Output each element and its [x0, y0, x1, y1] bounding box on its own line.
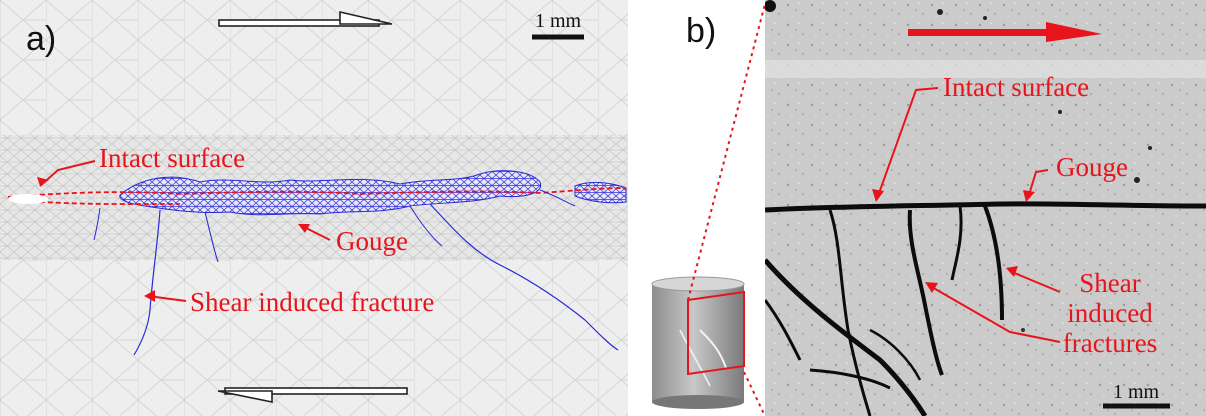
shear-direction-arrow	[908, 22, 1102, 42]
gouge-leader-b	[1027, 169, 1049, 199]
panel-b-ct-scan: 1 mm b) Intact surface Gouge Shear induc…	[640, 0, 1206, 416]
scale-bar-a-label: 1 mm	[535, 10, 582, 32]
crack-6	[809, 368, 891, 390]
fracture-arrowhead-b1	[1006, 266, 1018, 277]
intact-surface-label-a: Intact surface	[99, 143, 245, 173]
panel-b-figure: 1 mm b) Intact surface Gouge Shear induc…	[640, 0, 1206, 416]
fracture-2	[204, 211, 219, 263]
fracture-3	[93, 207, 101, 241]
intact-surface-arrowhead	[37, 177, 49, 186]
intact-surface-line	[7, 187, 627, 198]
gouge-arrowhead	[298, 224, 310, 233]
bright-band	[765, 60, 1206, 78]
bottom-shear-arrow	[217, 387, 408, 403]
fracture-4	[429, 203, 619, 351]
fracture-1	[133, 209, 161, 356]
fracture-leader-b2	[929, 285, 1061, 343]
gouge-label-a: Gouge	[336, 226, 408, 256]
fracture-arrowhead	[144, 290, 155, 302]
crack-3	[950, 205, 963, 281]
opening-gap	[8, 194, 48, 204]
crack-7	[869, 328, 922, 381]
fracture-leader-b1	[1011, 271, 1061, 293]
main-crack	[764, 201, 1206, 213]
roi-box	[687, 290, 745, 376]
crack-4	[828, 209, 872, 416]
panel-a-simulation: 1 mm a) Intact surface Gouge Shear induc…	[0, 0, 628, 416]
shear-label-b-line1: Shear	[1079, 268, 1140, 298]
shear-label-b-line2: induced	[1067, 298, 1153, 328]
gouge-arrowhead-b	[1023, 190, 1035, 202]
zoom-line-bottom	[743, 371, 766, 416]
panel-a-figure: 1 mm a) Intact surface Gouge Shear induc…	[0, 0, 628, 416]
zoom-line-top	[687, 3, 766, 301]
fracture-arrowhead-b2	[925, 282, 938, 293]
crack-5	[763, 258, 928, 416]
intact-surface-leader-b	[877, 87, 939, 197]
cylinder-sample	[651, 276, 745, 409]
fracture-5	[409, 205, 443, 247]
intact-surface-arrowhead-b	[872, 189, 884, 202]
panel-a-label: a)	[26, 20, 56, 58]
shear-label-b-line3: fractures	[1063, 328, 1157, 358]
intact-surface-label-b: Intact surface	[943, 72, 1089, 102]
panel-b-label: b)	[686, 12, 716, 50]
crack-1	[907, 209, 944, 376]
shear-fracture-label-a: Shear induced fracture	[190, 287, 434, 317]
fracture-6	[539, 189, 576, 207]
crack-2	[983, 205, 1004, 321]
ct-image	[763, 0, 1206, 416]
gouge-label-b: Gouge	[1056, 152, 1128, 182]
top-shear-arrow	[218, 10, 393, 27]
scale-bar-b-label: 1 mm	[1113, 381, 1160, 403]
gouge-zone-right	[574, 181, 627, 204]
crack-8	[763, 299, 802, 361]
